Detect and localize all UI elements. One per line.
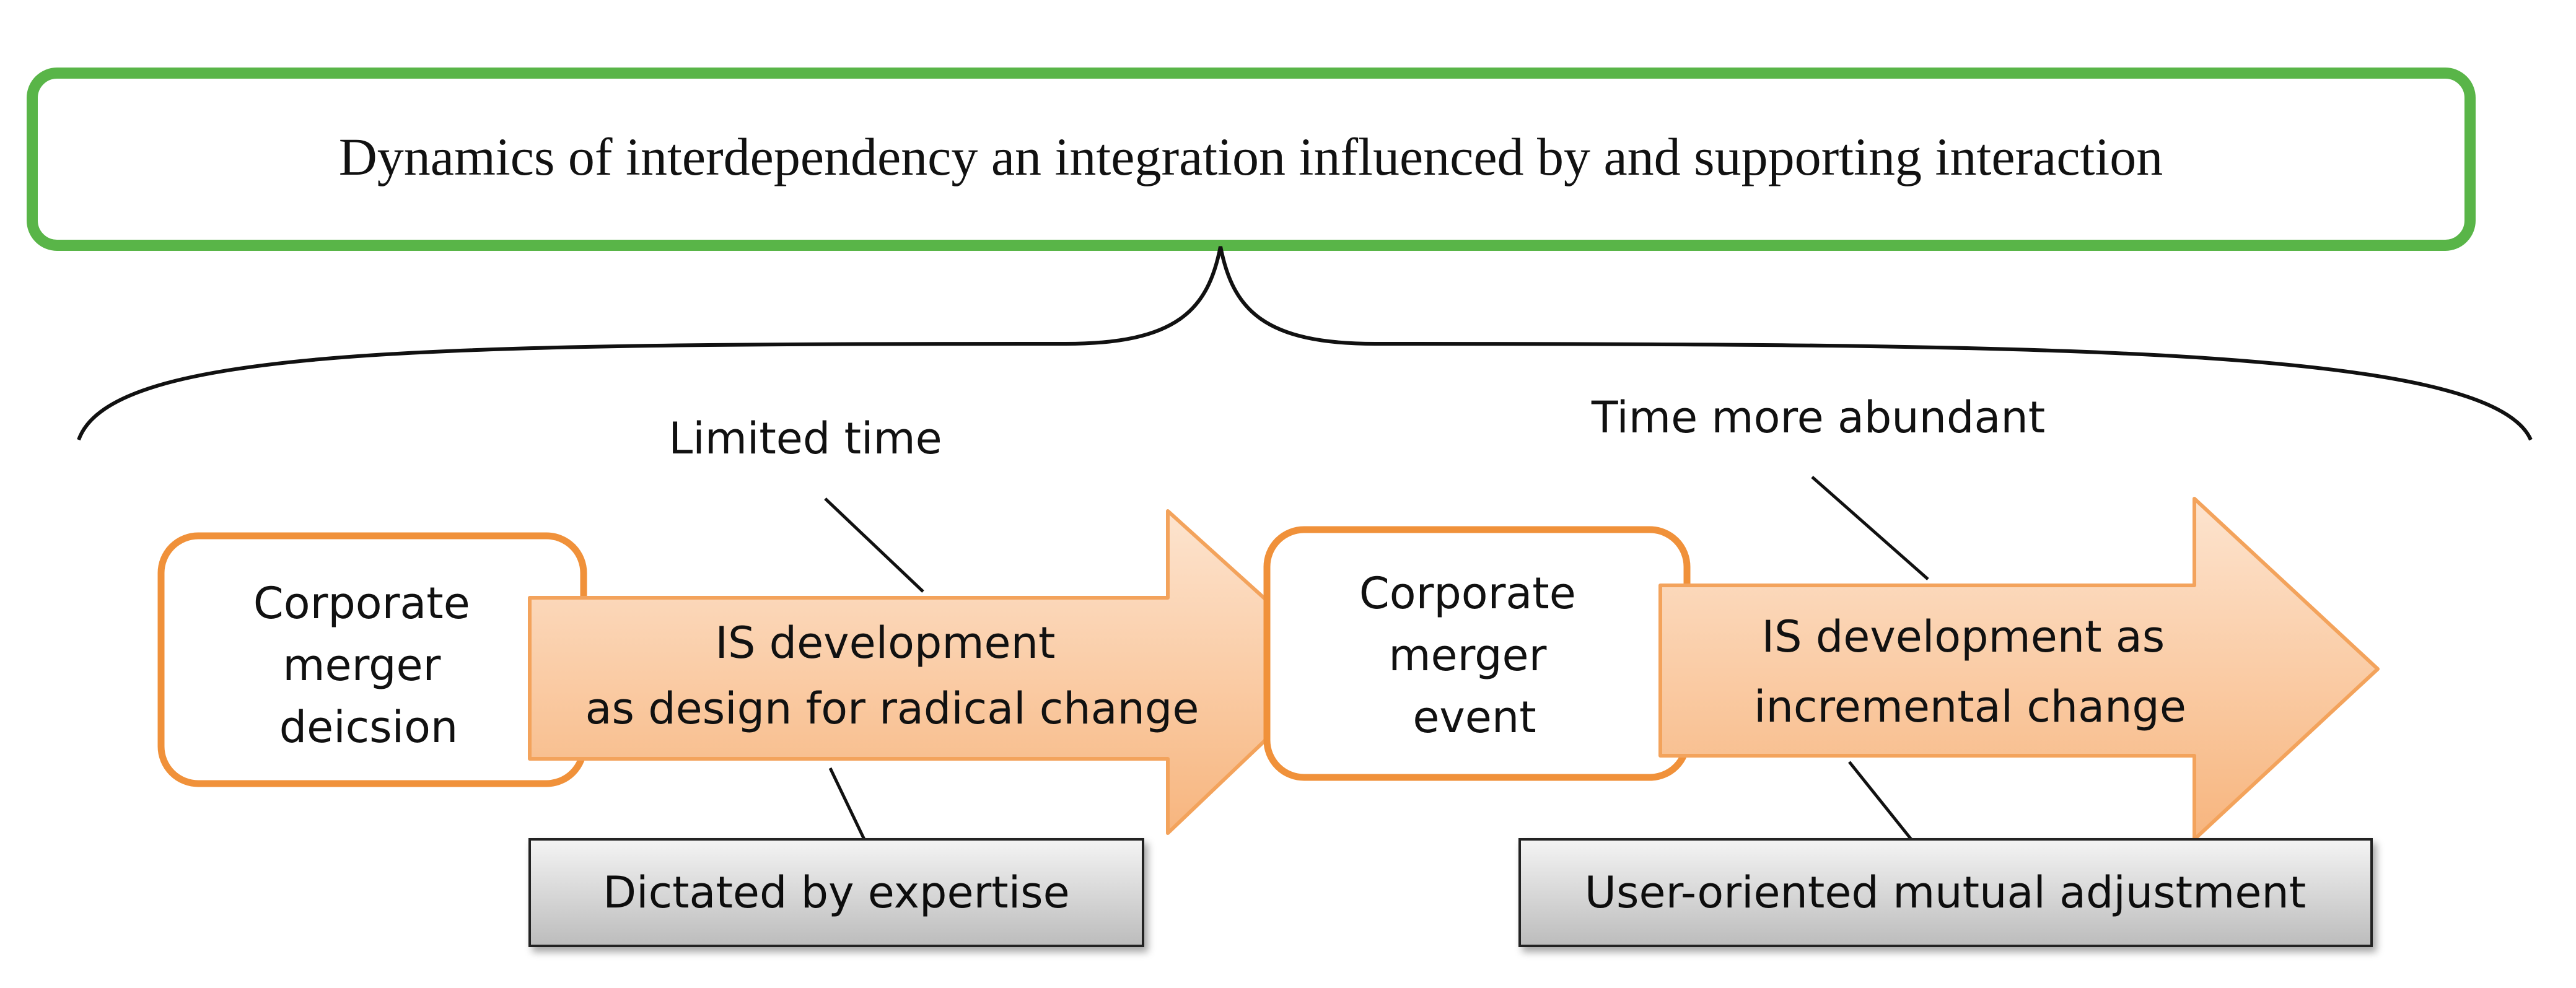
svg-text:IS development as design: IS development as design for radical cha… (585, 618, 1199, 734)
radical-change-line-2: as design for radical change (585, 683, 1199, 734)
merger-event-line-1: Corporate (1359, 568, 1576, 619)
merger-event-line-2: merger (1388, 630, 1546, 681)
title-box: Dynamics of interdependency an integrati… (27, 68, 2476, 251)
leader-line-dictated (828, 767, 866, 841)
merger-event-line-3: event (1413, 692, 1536, 743)
merger-decision-line-3: deicsion (279, 702, 458, 753)
leader-line-limited-time (824, 497, 924, 593)
svg-text:Corporate merger d: Corporate merger deicsion (253, 578, 484, 753)
grouping-brace (77, 246, 2533, 441)
incremental-change-line-2: incremental change (1754, 681, 2186, 732)
diagram-title: Dynamics of interdependency an integrati… (339, 127, 2163, 186)
incremental-change-arrow: IS development as incremental change (1658, 497, 2380, 841)
leader-line-user-oriented (1848, 761, 1912, 841)
user-oriented-adjustment-box: User-oriented mutual adjustment (1518, 838, 2373, 947)
dictated-by-expertise-box: Dictated by expertise (528, 838, 1144, 947)
radical-change-arrow: IS development as design for radical cha… (528, 509, 1343, 835)
merger-event-box: Corporate merger event (1263, 526, 1691, 781)
time-label-abundant: Time more abundant (1591, 392, 2045, 443)
time-label-limited: Limited time (668, 413, 942, 464)
merger-decision-box: Corporate merger deicsion (157, 532, 587, 787)
radical-change-line-1: IS development (715, 618, 1055, 668)
merger-decision-line-1: Corporate (253, 578, 470, 629)
svg-text:Corporate merger e: Corporate merger event (1359, 568, 1590, 743)
svg-text:IS development as increm: IS development as incremental change (1754, 611, 2186, 732)
merger-decision-line-2: merger (283, 640, 440, 691)
user-oriented-adjustment-label: User-oriented mutual adjustment (1585, 867, 2306, 918)
incremental-change-line-1: IS development as (1762, 611, 2165, 662)
leader-line-time-abundant (1811, 476, 1929, 580)
dictated-by-expertise-label: Dictated by expertise (603, 867, 1069, 918)
